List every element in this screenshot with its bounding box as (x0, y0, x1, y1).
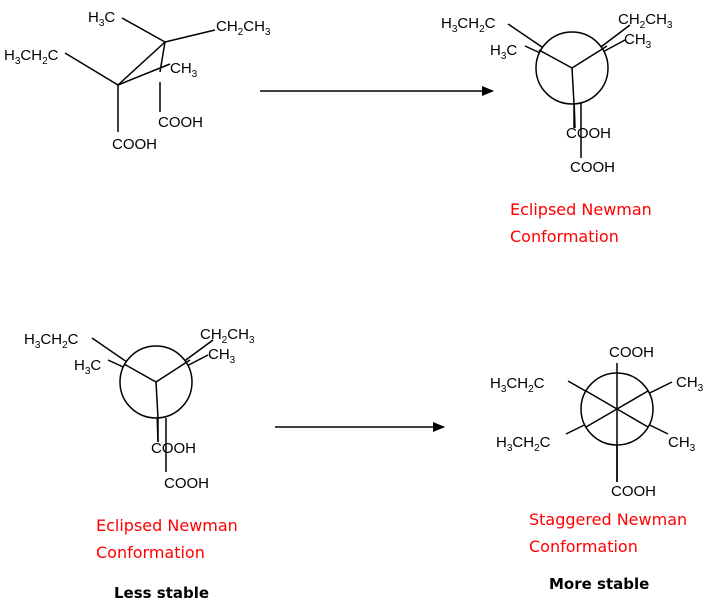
eclipsed-newman-projection: H3CH2C H3C CH2CH3 CH3 COOH COOH Eclipsed… (441, 11, 673, 246)
eclipsed-newman-projection-left: H3CH2C H3C CH2CH3 CH3 COOH COOH Eclipsed… (24, 326, 255, 602)
label-cooh: COOH (609, 344, 654, 361)
label-ch2ch3: CH2CH3 (200, 326, 255, 346)
label-ch3: CH3 (624, 31, 652, 51)
label-ch3: CH3 (170, 60, 198, 80)
label-h3ch2c: H3CH2C (24, 331, 79, 351)
caption-staggered-line2: Conformation (529, 537, 638, 556)
label-h3c: H3C (74, 357, 101, 377)
label-h3ch2c: H3CH2C (441, 15, 496, 35)
label-cooh: COOH (112, 136, 157, 153)
caption-eclipsed-line2: Conformation (510, 227, 619, 246)
caption-eclipsed-line1: Eclipsed Newman (96, 516, 238, 535)
label-ch3: CH3 (668, 434, 696, 454)
caption-staggered-line1: Staggered Newman (529, 510, 687, 529)
label-ch3: CH3 (208, 346, 236, 366)
label-ch2ch3: CH2CH3 (618, 11, 673, 31)
less-stable-label: Less stable (114, 584, 209, 602)
label-cooh: COOH (151, 440, 196, 457)
label-h3ch2c: H3CH2C (496, 434, 551, 454)
label-ch2ch3: CH2CH3 (216, 18, 271, 38)
label-cooh: COOH (158, 114, 203, 131)
label-h3ch2c: H3CH2C (490, 375, 545, 395)
label-h3c: H3C (88, 9, 115, 29)
label-cooh: COOH (611, 483, 656, 500)
caption-eclipsed-line1: Eclipsed Newman (510, 200, 652, 219)
skeletal-structure: H3C CH2CH3 H3CH2C CH3 COOH COOH (4, 9, 271, 153)
label-h3ch2c: H3CH2C (4, 47, 59, 67)
label-cooh: COOH (570, 159, 615, 176)
caption-eclipsed-line2: Conformation (96, 543, 205, 562)
label-cooh: COOH (566, 125, 611, 142)
label-cooh: COOH (164, 475, 209, 492)
label-h3c: H3C (490, 42, 517, 62)
label-ch3: CH3 (676, 374, 704, 394)
more-stable-label: More stable (549, 575, 649, 593)
staggered-newman-projection: COOH H3CH2C CH3 H3CH2C CH3 COOH Staggere… (490, 344, 704, 593)
